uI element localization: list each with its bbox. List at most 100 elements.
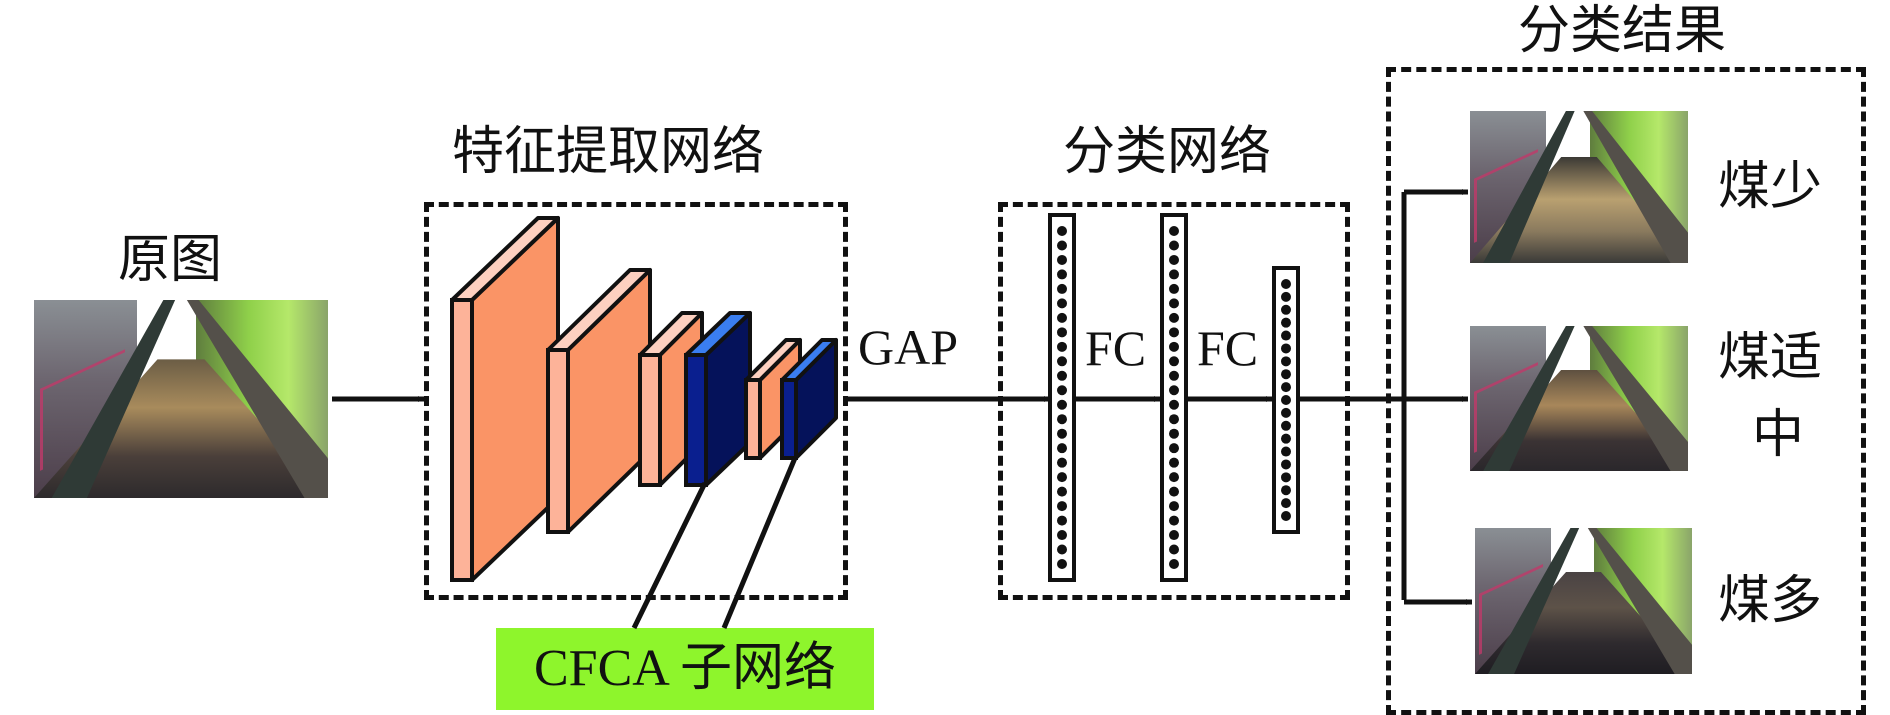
block-front (744, 378, 762, 460)
neuron (1057, 443, 1067, 454)
neuron (1169, 240, 1179, 251)
neuron (1281, 382, 1291, 393)
neuron (1057, 472, 1067, 483)
result-image-high-coal (1475, 528, 1692, 674)
fc-layer-1 (1048, 213, 1076, 582)
fc-label-1: FC (1085, 320, 1147, 376)
neuron (1057, 240, 1067, 251)
neuron (1169, 428, 1179, 439)
neuron (1281, 485, 1291, 496)
neuron (1057, 298, 1067, 309)
neuron (1169, 370, 1179, 381)
neuron (1281, 317, 1291, 328)
neuron (1057, 341, 1067, 352)
neuron (1281, 291, 1291, 302)
cfca-subnetwork-text: CFCA 子网络 (534, 640, 836, 697)
neuron (1057, 544, 1067, 555)
neuron (1169, 559, 1179, 569)
results-box (1386, 67, 1866, 715)
classifier-network-title: 分类网络 (1063, 124, 1272, 181)
neuron (1169, 472, 1179, 483)
result-label-medium-coal-line1: 煤适 (1718, 330, 1823, 387)
neuron (1169, 530, 1179, 541)
neuron (1057, 457, 1067, 468)
neuron (1281, 356, 1291, 367)
feature-extraction-title: 特征提取网络 (452, 124, 765, 181)
neuron (1281, 498, 1291, 509)
result-label-medium-coal-line2: 中 (1752, 407, 1805, 464)
block-front (546, 348, 570, 534)
neuron (1281, 459, 1291, 470)
neuron (1057, 385, 1067, 396)
block-front (684, 353, 708, 487)
neuron (1169, 544, 1179, 555)
neuron (1169, 283, 1179, 294)
gap-label: GAP (858, 319, 959, 375)
neuron (1281, 433, 1291, 444)
cfca-connector-1 (631, 481, 708, 630)
neuron (1057, 501, 1067, 512)
fc-label-2: FC (1197, 320, 1259, 376)
classification-results-title: 分类结果 (1518, 3, 1727, 60)
block-front (450, 298, 474, 582)
neuron (1169, 254, 1179, 265)
neuron (1169, 399, 1179, 410)
result-image-medium-coal (1470, 326, 1688, 471)
neuron (1281, 407, 1291, 418)
result-label-high-coal: 煤多 (1718, 573, 1823, 630)
neuron (1169, 486, 1179, 497)
neuron (1169, 298, 1179, 309)
neuron (1169, 269, 1179, 280)
cfca-connector-2 (721, 457, 798, 629)
cfca-subnetwork-label: CFCA 子网络 (496, 628, 874, 710)
neuron (1057, 530, 1067, 541)
neuron (1281, 343, 1291, 354)
feature-block-conv-1 (450, 216, 560, 582)
feature-block-conv-2 (546, 268, 652, 534)
block-front (780, 378, 798, 460)
neuron (1169, 443, 1179, 454)
neuron (1169, 457, 1179, 468)
feature-block-cfca-4 (684, 311, 752, 487)
neuron (1169, 501, 1179, 512)
neuron (1169, 385, 1179, 396)
neuron (1057, 312, 1067, 323)
feature-extraction-box (424, 202, 848, 600)
neuron (1057, 226, 1067, 236)
neuron (1281, 395, 1291, 405)
neuron (1057, 269, 1067, 280)
neuron (1281, 420, 1291, 431)
neuron (1169, 414, 1179, 425)
neuron (1057, 559, 1067, 569)
neuron (1057, 515, 1067, 526)
neuron (1281, 330, 1291, 341)
fc-layer-2 (1160, 213, 1188, 582)
neuron (1057, 428, 1067, 439)
neuron (1169, 341, 1179, 352)
neuron (1169, 312, 1179, 323)
neuron (1057, 370, 1067, 381)
neuron (1057, 356, 1067, 367)
neuron (1057, 414, 1067, 425)
neuron (1169, 515, 1179, 526)
neuron (1281, 304, 1291, 315)
neuron (1057, 254, 1067, 265)
neuron (1057, 283, 1067, 294)
neuron (1169, 327, 1179, 338)
original-image-title: 原图 (118, 232, 223, 289)
fc-layer-3 (1272, 266, 1300, 534)
block-front (638, 353, 662, 487)
neuron (1057, 399, 1067, 410)
neuron (1057, 486, 1067, 497)
result-label-low-coal: 煤少 (1718, 159, 1823, 216)
original-conveyor-image (34, 300, 328, 498)
neuron (1281, 369, 1291, 380)
feature-block-cfca-6 (780, 338, 838, 460)
neuron (1281, 511, 1291, 521)
neuron (1281, 446, 1291, 457)
neuron (1281, 472, 1291, 483)
neuron (1281, 279, 1291, 289)
result-image-low-coal (1470, 111, 1688, 263)
neuron (1169, 356, 1179, 367)
neuron (1169, 226, 1179, 236)
